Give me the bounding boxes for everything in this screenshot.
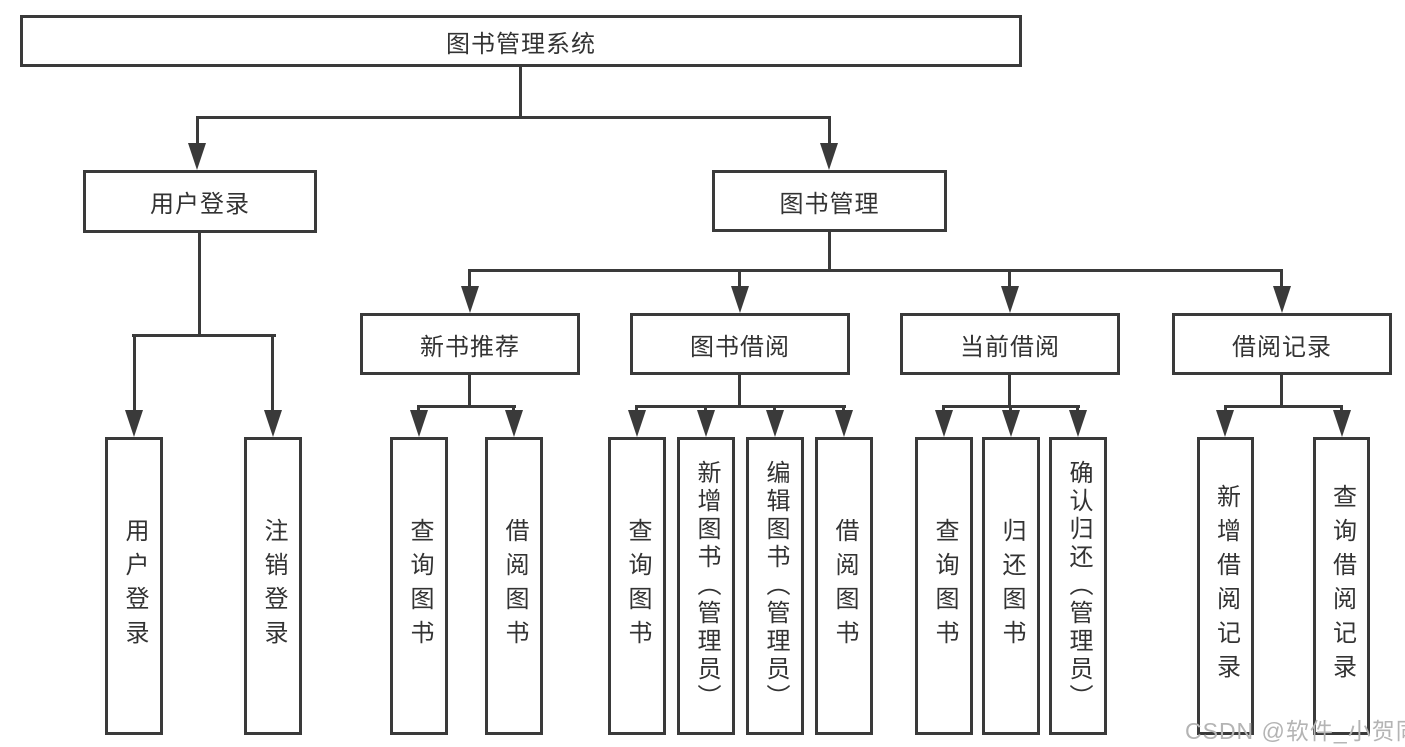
arrow-down-icon [410,410,428,437]
arrow-down-icon [1069,410,1087,437]
connector-l3-stem [738,269,741,289]
arrow-down-icon [835,410,853,437]
arrow-down-icon [188,143,206,170]
leaf-label: 确认归还（管理员） [1065,460,1092,712]
connector-level2-hline [196,116,831,119]
leaf-label: 归还图书 [998,518,1025,654]
leaf-add-book-admin: 新增图书（管理员） [677,437,735,735]
arrow-down-icon [1273,286,1291,313]
node-label: 图书借阅 [690,333,790,361]
leaf-logout: 注销登录 [244,437,302,735]
node-label: 图书管理 [779,190,880,218]
node-label: 图书管理系统 [446,30,596,58]
leaf-query-books: 查询图书 [608,437,666,735]
arrow-down-icon [697,410,715,437]
connector-group-stem [468,375,471,408]
leaf-label: 注销登录 [260,518,287,654]
leaf-label: 用户登录 [121,518,148,654]
node-label: 用户登录 [150,191,250,218]
connector-l3-stem [468,269,471,289]
arrow-down-icon [1002,410,1020,437]
arrow-down-icon [766,410,784,437]
node-label: 新书推荐 [420,333,520,361]
leaf-label: 查询图书 [624,518,651,654]
leaf-label: 借阅图书 [501,518,528,654]
connector-book-mgmt-down [828,232,831,272]
leaf-label: 借阅图书 [831,518,858,654]
leaf-query-books: 查询图书 [390,437,448,735]
leaf-label: 查询借阅记录 [1328,484,1356,688]
arrow-down-icon [505,410,523,437]
leaf-label: 新增图书（管理员） [693,460,720,712]
connector-group-stem [738,375,741,408]
connector-user-login-stem [196,116,199,145]
leaf-query-books: 查询图书 [915,437,973,735]
arrow-down-icon [1333,410,1351,437]
node-user-login: 用户登录 [83,170,317,233]
connector-leaf-stem [271,334,274,412]
connector-group-hline [635,405,846,408]
node-label: 当前借阅 [960,333,1060,361]
leaf-return-book: 归还图书 [982,437,1040,735]
leaf-label: 查询图书 [931,518,958,654]
connector-user-login-down [198,233,201,336]
connector-root-stem [519,67,522,118]
arrow-down-icon [125,410,143,437]
leaf-add-borrow-record: 新增借阅记录 [1197,437,1254,735]
arrow-down-icon [264,410,282,437]
connector-group-hline [1224,405,1343,408]
connector-l3-stem [1280,269,1283,289]
leaf-user-login: 用户登录 [105,437,163,735]
leaf-label: 新增借阅记录 [1212,484,1240,688]
node-book-borrow: 图书借阅 [630,313,850,375]
arrow-down-icon [1216,410,1234,437]
arrow-down-icon [820,143,838,170]
node-current-borrow: 当前借阅 [900,313,1120,375]
leaf-confirm-return-admin: 确认归还（管理员） [1049,437,1107,735]
connector-user-login-hline [132,334,276,337]
arrow-down-icon [628,410,646,437]
arrow-down-icon [1001,286,1019,313]
leaf-edit-book-admin: 编辑图书（管理员） [746,437,804,735]
leaf-label: 编辑图书（管理员） [762,460,789,712]
node-book-management: 图书管理 [712,170,947,232]
csdn-watermark: CSDN @软件_小贺同学 [1185,718,1405,744]
arrow-down-icon [461,286,479,313]
leaf-borrow-books: 借阅图书 [485,437,543,735]
connector-group-stem [1280,375,1283,408]
node-borrow-records: 借阅记录 [1172,313,1392,375]
arrow-down-icon [935,410,953,437]
node-library-management-system: 图书管理系统 [20,15,1022,67]
connector-group-hline [417,405,516,408]
connector-book-mgmt-stem [828,116,831,145]
connector-level3-hline [469,269,1283,272]
leaf-borrow-books: 借阅图书 [815,437,873,735]
leaf-query-borrow-record: 查询借阅记录 [1313,437,1370,735]
connector-l3-stem [1008,269,1011,289]
node-label: 借阅记录 [1232,333,1332,361]
arrow-down-icon [731,286,749,313]
leaf-label: 查询图书 [406,518,433,654]
connector-leaf-stem [133,334,136,412]
connector-group-stem [1008,375,1011,408]
node-new-book-recommend: 新书推荐 [360,313,580,375]
